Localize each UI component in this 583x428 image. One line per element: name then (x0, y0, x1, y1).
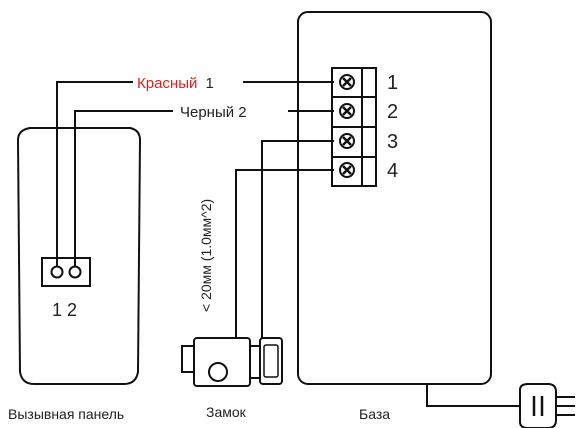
black-wire-label: Черный 2 (180, 104, 247, 121)
caption-base: База (359, 406, 390, 422)
caption-panel: Вызывная панель (8, 406, 124, 422)
base-unit (297, 11, 492, 385)
lock-wire-3 (261, 140, 334, 340)
wire-1-red (56, 81, 133, 266)
terminal-number-1: 1 (387, 72, 398, 94)
panel-terminal-1 (50, 265, 64, 279)
screw-terminal-3 (339, 133, 355, 149)
terminal-number-2: 2 (387, 101, 398, 123)
caption-lock: Замок (206, 404, 247, 420)
screw-terminal-4 (339, 162, 355, 178)
lock (181, 337, 283, 387)
red-wire-number: 1 (206, 75, 214, 92)
red-wire-label: Красный 1 (137, 75, 214, 92)
terminal-number-3: 3 (387, 131, 398, 153)
screw-terminal-2 (339, 103, 355, 119)
power-cord (426, 384, 520, 407)
red-wire-word: Красный (137, 75, 197, 92)
panel-terminal-2 (68, 265, 82, 279)
screw-terminal-1 (339, 74, 355, 90)
lock-wire-4 (235, 169, 334, 340)
panel-terminal-block (41, 257, 91, 287)
cable-spec-note: < 20мм (1.0мм^2) (198, 199, 214, 312)
wire-2-black (74, 110, 173, 266)
call-panel (16, 127, 142, 385)
panel-terminal-numbers: 1 2 (52, 300, 77, 320)
power-plug-icon (519, 383, 575, 428)
terminal-number-4: 4 (387, 160, 398, 182)
